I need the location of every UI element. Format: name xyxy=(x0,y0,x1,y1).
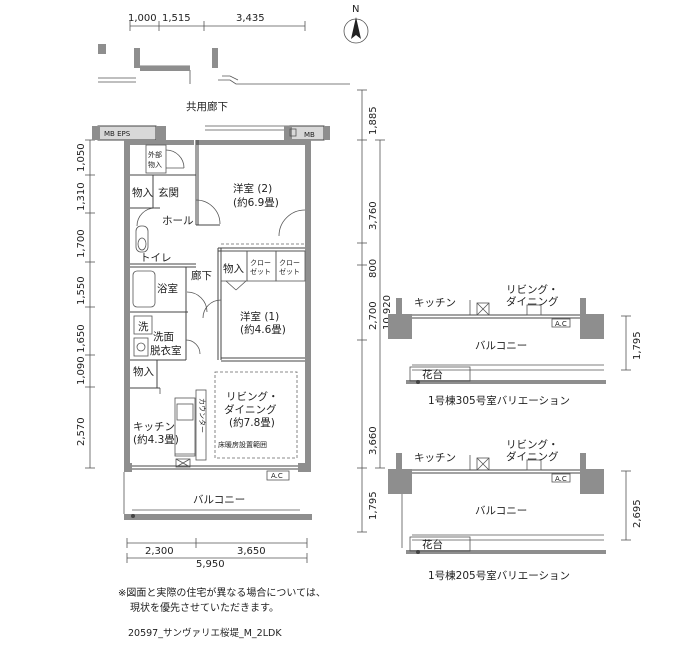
bottom-dimension-line: 2,300 3,650 5,950 xyxy=(126,538,308,570)
western-room-2-size: (約6.9畳) xyxy=(233,196,279,209)
disclaimer-line-1: ※図面と実際の住宅が異なる場合については、 xyxy=(118,588,326,599)
living-label-1: リビング・ xyxy=(226,390,279,403)
north-arrow-icon: N xyxy=(343,4,369,44)
var305-ac-label: A.C xyxy=(555,320,567,328)
dim-bottom-2: 3,650 xyxy=(237,546,266,557)
dim-left-5: 1,650 xyxy=(76,324,87,353)
var205-ac-label: A.C xyxy=(555,475,567,483)
var205-living-1: リビング・ xyxy=(506,438,559,451)
storage-label-1: 物入 xyxy=(132,186,153,199)
dressing-label-2: 脱衣室 xyxy=(150,344,182,357)
var305-living-1: リビング・ xyxy=(506,283,559,296)
alcove-sketch xyxy=(98,44,350,85)
disclaimer-note: ※図面と実際の住宅が異なる場合については、 現状を優先させていただきます。 xyxy=(118,586,326,616)
dressing-label-1: 洗面 xyxy=(153,331,174,343)
var205-planter: 花台 xyxy=(422,538,443,551)
dim-right-4: 2,700 xyxy=(368,301,379,330)
dim-right-total: 10,920 xyxy=(382,295,393,330)
closet-label-a1: クロー xyxy=(250,259,271,267)
closet-label-a2: ゼット xyxy=(250,267,271,276)
entrance-label: 玄関 xyxy=(158,186,179,199)
hall-label: ホール xyxy=(162,215,194,227)
var205-depth: 2,695 xyxy=(632,499,643,528)
dim-right-5: 3,660 xyxy=(368,426,379,455)
room-labels: 物入 玄関 ホール トイレ 洋室 (2) (約6.9畳) 物入 クロー ゼット … xyxy=(132,182,300,506)
dim-right-6: 1,795 xyxy=(368,491,379,520)
corridor-label: 共用廊下 xyxy=(186,100,228,113)
var205-balcony: バルコニー xyxy=(475,505,527,517)
mb-eps-label: MB EPS xyxy=(104,130,131,138)
var305-balcony: バルコニー xyxy=(475,340,527,352)
hallway-label: 廊下 xyxy=(191,269,212,282)
balcony-label: バルコニー xyxy=(193,494,245,506)
storage-label-3: 物入 xyxy=(133,365,154,378)
footer-id: 20597_サンヴァリエ桜堤_M_2LDK xyxy=(128,628,282,639)
var305-living-2: ダイニング xyxy=(506,295,559,308)
var205-kitchen: キッチン xyxy=(414,452,456,464)
western-room-1-size: (約4.6畳) xyxy=(240,323,286,336)
dim-right-2: 3,760 xyxy=(368,201,379,230)
main-plan: MB EPS MB 外部 物入 xyxy=(92,125,330,520)
dim-left-2: 1,310 xyxy=(76,182,87,211)
dim-right-3: 800 xyxy=(368,259,379,278)
dim-right-1: 1,885 xyxy=(368,106,379,135)
dim-left-1: 1,050 xyxy=(76,143,87,172)
storage-label-2: 物入 xyxy=(223,262,244,275)
dim-bottom-1: 2,300 xyxy=(145,546,174,557)
kitchen-label: キッチン xyxy=(133,421,175,433)
living-size: (約7.8畳) xyxy=(229,416,275,429)
dim-left-7: 2,570 xyxy=(76,417,87,446)
var305-depth: 1,795 xyxy=(632,331,643,360)
variation-205-plan: A.C キッチン リビング・ ダイニング バルコニー 花台 2,695 1号棟2… xyxy=(388,438,643,582)
var305-kitchen: キッチン xyxy=(414,297,456,309)
mb-label: MB xyxy=(304,131,315,139)
toilet-label: トイレ xyxy=(140,252,172,264)
disclaimer-line-2: 現状を優先させていただきます。 xyxy=(130,603,279,614)
outside-storage-label-2: 物入 xyxy=(148,160,162,169)
top-dimension-line: 1,000 1,515 3,435 xyxy=(128,13,306,31)
dim-top-3: 3,435 xyxy=(236,13,265,24)
var305-caption: 1号棟305号室バリエーション xyxy=(428,394,570,407)
var205-caption: 1号棟205号室バリエーション xyxy=(428,569,570,582)
outside-storage-label-1: 外部 xyxy=(148,150,162,159)
right-dimension-line: 1,885 3,760 800 2,700 3,660 1,795 10,920 xyxy=(357,89,393,533)
dim-top-2: 1,515 xyxy=(162,13,191,24)
dim-left-3: 1,700 xyxy=(76,229,87,258)
ac-label: A.C xyxy=(271,472,283,480)
living-label-2: ダイニング xyxy=(224,403,277,416)
kitchen-size: (約4.3畳) xyxy=(133,433,179,446)
western-room-2-name: 洋室 (2) xyxy=(233,182,272,195)
dim-left-4: 1,550 xyxy=(76,276,87,305)
north-label: N xyxy=(352,4,359,15)
closet-label-b2: ゼット xyxy=(279,267,300,276)
var305-planter: 花台 xyxy=(422,368,443,381)
left-dimension-line: 1,050 1,310 1,700 1,550 1,650 1,090 2,57… xyxy=(76,139,95,469)
wash-label: 洗 xyxy=(138,321,149,333)
dim-left-6: 1,090 xyxy=(76,356,87,385)
bath-label: 浴室 xyxy=(157,282,178,295)
floor-heating-label: 床暖房設置範囲 xyxy=(218,440,267,449)
closet-label-b1: クロー xyxy=(279,259,300,267)
dim-bottom-total: 5,950 xyxy=(196,559,225,570)
variation-305-plan: A.C キッチン リビング・ ダイニング バルコニー 花台 1,795 1号棟3… xyxy=(388,283,643,407)
counter-label: カウンター xyxy=(198,398,207,433)
western-room-1-name: 洋室 (1) xyxy=(240,310,279,323)
dim-top-1: 1,000 xyxy=(128,13,157,24)
var205-living-2: ダイニング xyxy=(506,450,559,463)
